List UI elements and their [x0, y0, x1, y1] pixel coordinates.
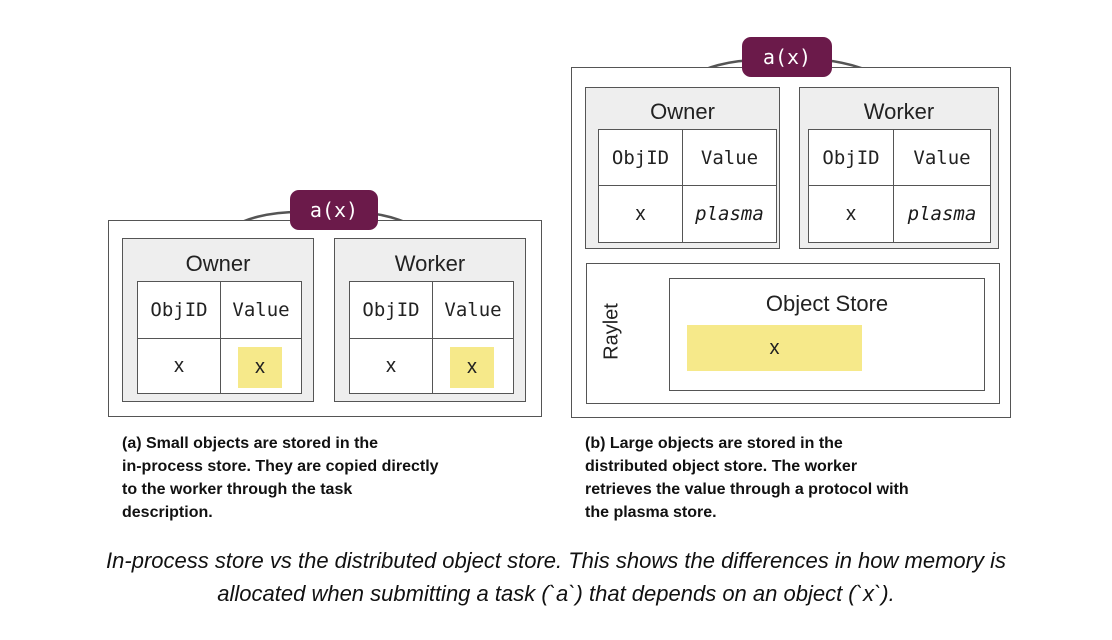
object-store: Object Store x — [669, 278, 985, 391]
panel-a-worker: Worker ObjID Value x x — [334, 238, 526, 402]
object-store-title: Object Store — [765, 291, 889, 316]
row-value-inline: x — [238, 347, 282, 388]
owner-table: ObjID Value x plasma — [598, 129, 777, 243]
col-value: Value — [220, 282, 301, 338]
panel-b-worker: Worker ObjID Value x plasma — [799, 87, 999, 249]
worker-title: Worker — [394, 251, 466, 276]
col-objid: ObjID — [822, 146, 880, 169]
worker-table: ObjID Value x plasma — [808, 129, 991, 243]
owner-title: Owner — [185, 251, 251, 276]
row-value-plasma: plasma — [682, 185, 776, 242]
worker-title: Worker — [863, 99, 935, 124]
task-a-label: a(x) — [290, 190, 378, 230]
caption-b: (b) Large objects are stored in the dist… — [585, 435, 909, 521]
owner-table: ObjID Value x x — [137, 281, 302, 394]
caption-a: (a) Small objects are stored in the in-p… — [122, 435, 439, 521]
col-value: Value — [893, 130, 990, 185]
panel-b-owner: Owner ObjID Value x plasma — [585, 87, 780, 249]
raylet-box: Raylet Object Store x — [586, 263, 1000, 404]
row-value-plasma: plasma — [893, 185, 990, 242]
worker-table: ObjID Value x x — [349, 281, 514, 394]
task-b-label: a(x) — [742, 37, 832, 77]
col-objid: ObjID — [362, 299, 420, 321]
col-objid: ObjID — [611, 146, 670, 169]
row-objid: x — [138, 338, 220, 393]
object-store-item: x — [687, 325, 862, 371]
row-value-inline: x — [450, 347, 494, 388]
row-objid: x — [809, 185, 893, 242]
panel-a-owner: Owner ObjID Value x x — [122, 238, 314, 402]
row-objid: x — [599, 185, 682, 242]
col-value: Value — [682, 130, 776, 185]
row-objid: x — [350, 338, 432, 393]
raylet-label: Raylet — [600, 303, 623, 360]
col-value: Value — [432, 282, 513, 338]
owner-title: Owner — [650, 99, 715, 124]
figure-caption: In-process store vs the distributed obje… — [106, 548, 1006, 606]
col-objid: ObjID — [150, 299, 208, 321]
